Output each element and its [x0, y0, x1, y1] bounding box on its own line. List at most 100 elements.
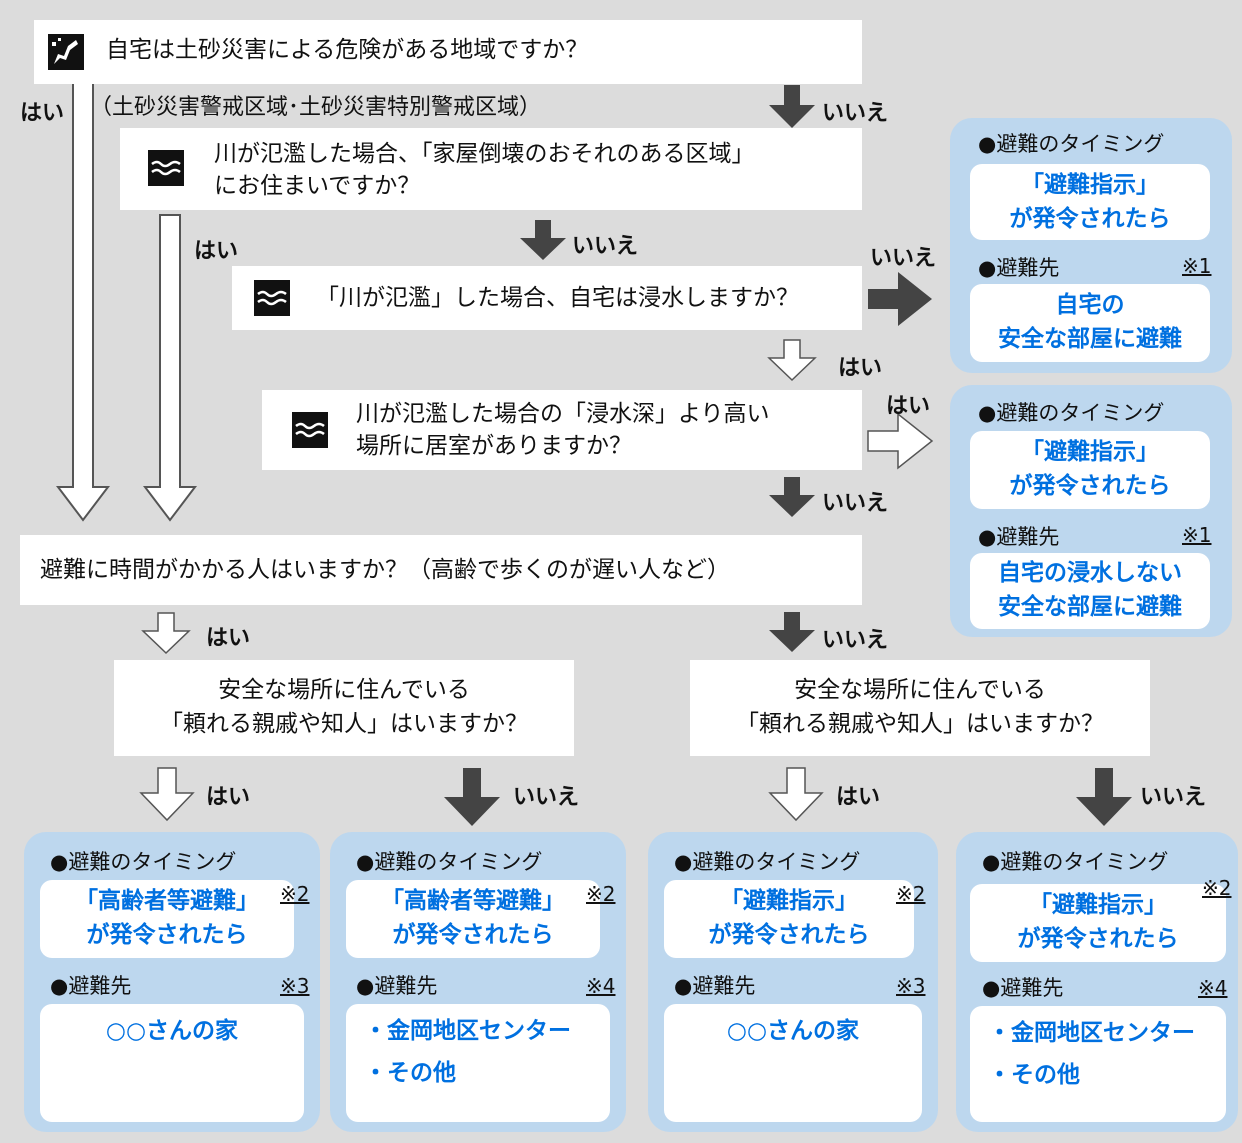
dest-line1: ○○さんの家 [726, 1018, 860, 1044]
yes-arrow-long-2 [142, 214, 198, 522]
timing-title: ●避難のタイミング [50, 850, 237, 874]
dest-line1: ・金岡地区センター [988, 1020, 1195, 1046]
question-2-box: 川が氾濫した場合、「家屋倒壊のおそれのある区域」 にお住まいですか？ [120, 128, 862, 210]
note-ref-timing: ※2 [1202, 876, 1232, 900]
dest-line2: 安全な部屋に避難 [998, 594, 1182, 620]
question-6-line1: 安全な場所に住んでいる [218, 677, 470, 703]
yes-arrow-q6-left [139, 767, 195, 822]
dest-title: ●避難先 [356, 974, 438, 998]
yes-arrow-q5 [141, 612, 191, 655]
note-ref-dest: ※4 [1198, 976, 1228, 1000]
question-4-box: 川が氾濫した場合の「浸水深」より高い 場所に居室がありますか？ [262, 390, 862, 470]
no-arrow-right [1076, 768, 1132, 826]
timing-line2: が発令されたら [392, 922, 554, 948]
yes-label-q1: はい [20, 101, 65, 126]
question-6-left-box: 安全な場所に住んでいる 「頼れる親戚や知人」はいますか？ [114, 660, 574, 756]
no-arrow-q5 [769, 612, 815, 652]
no-label-q4: いいえ [822, 491, 889, 516]
no-label-q6-right: いいえ [1140, 785, 1207, 810]
question-1-box: 自宅は土砂災害による危険がある地域ですか？ [34, 20, 862, 84]
question-5-text: 避難に時間がかかる人はいますか？（高齢で歩くのが遅い人など） [40, 557, 730, 583]
question-6-line2: 「頼れる親戚や知人」はいますか？ [736, 711, 1104, 737]
timing-title: ●避難のタイミング [674, 850, 861, 874]
timing-box: 「避難指示」 が発令されたら [664, 880, 914, 958]
dest-title: ●避難先 [982, 976, 1064, 1000]
timing-line1: 「高齢者等避難」 [381, 888, 565, 914]
yes-arrow-q6-right [768, 767, 824, 822]
dest-title: ●避難先 [674, 974, 756, 998]
timing-title: ●避難のタイミング [982, 850, 1169, 874]
timing-box: 「避難指示」 が発令されたら [970, 164, 1210, 240]
yes-arrow-long-1 [55, 67, 111, 522]
timing-line2: が発令されたら [708, 922, 870, 948]
note-ref-timing: ※2 [896, 882, 926, 906]
note-ref-dest: ※3 [896, 974, 926, 998]
dest-box: 自宅の 安全な部屋に避難 [970, 284, 1210, 362]
dest-line2: ・その他 [988, 1062, 1080, 1088]
question-2-line1: 川が氾濫した場合、「家屋倒壊のおそれのある区域」 [214, 141, 755, 167]
result-panel-bottom-1: ●避難のタイミング 「高齢者等避難」 が発令されたら ※2 ●避難先 ※3 ○○… [24, 832, 320, 1132]
yes-label-q3: はい [838, 356, 883, 381]
yes-label-q6-left: はい [206, 785, 251, 810]
yes-label-q2: はい [194, 239, 239, 264]
no-arrow-q1 [769, 85, 815, 128]
question-6-line1: 安全な場所に住んでいる [794, 677, 1046, 703]
dest-line2: ・その他 [364, 1060, 456, 1086]
no-arrow-left [444, 768, 500, 826]
question-3-box: 「川が氾濫」した場合、自宅は浸水しますか？ [232, 266, 862, 330]
timing-title: ●避難のタイミング [978, 132, 1165, 156]
question-1-note: （土砂災害警戒区域･土砂災害特別警戒区域） [90, 95, 542, 120]
question-2-line2: にお住まいですか？ [214, 173, 421, 199]
dest-title: ●避難先 [50, 974, 132, 998]
no-label-q1: いいえ [822, 101, 889, 126]
dest-box: ・金岡地区センター ・その他 [970, 1006, 1226, 1122]
no-label-q2: いいえ [572, 234, 639, 259]
result-panel-mid: ●避難のタイミング 「避難指示」 が発令されたら ●避難先 ※1 自宅の浸水しな… [950, 385, 1232, 637]
timing-line1: 「避難指示」 [720, 888, 858, 914]
question-6-right-box: 安全な場所に住んでいる 「頼れる親戚や知人」はいますか？ [690, 660, 1150, 756]
yes-arrow-q3 [767, 339, 817, 382]
note-ref-dest: ※3 [280, 974, 310, 998]
timing-line2: が発令されたら [86, 922, 248, 948]
yes-label-q4: はい [886, 394, 931, 419]
dest-line2: 安全な部屋に避難 [998, 326, 1182, 352]
timing-line1: 「避難指示」 [1021, 439, 1159, 465]
dest-line1: ○○さんの家 [105, 1018, 239, 1044]
timing-line2: が発令されたら [1017, 926, 1179, 952]
timing-line1: 「避難指示」 [1029, 892, 1167, 918]
result-panel-bottom-4: ●避難のタイミング 「避難指示」 が発令されたら ※2 ●避難先 ※4 ・金岡地… [956, 832, 1238, 1132]
no-label-q5: いいえ [822, 628, 889, 653]
yes-label-q6-right: はい [836, 785, 881, 810]
landslide-icon [48, 34, 84, 74]
result-panel-bottom-3: ●避難のタイミング 「避難指示」 が発令されたら ※2 ●避難先 ※3 ○○さん… [648, 832, 938, 1132]
result-panel-top: ●避難のタイミング 「避難指示」 が発令されたら ●避難先 ※1 自宅の 安全な… [950, 118, 1232, 373]
no-label-q6-left: いいえ [513, 785, 580, 810]
dest-title: ●避難先 [978, 256, 1060, 280]
flood-icon [148, 150, 184, 190]
dest-line1: 自宅の [1055, 292, 1125, 318]
no-arrow-q2 [520, 220, 566, 260]
dest-line1: ・金岡地区センター [364, 1018, 571, 1044]
dest-title: ●避難先 [978, 525, 1060, 549]
question-5-box: 避難に時間がかかる人はいますか？（高齢で歩くのが遅い人など） [20, 535, 862, 605]
dest-box: ○○さんの家 [40, 1004, 304, 1122]
yes-label-q5: はい [206, 626, 251, 651]
result-panel-bottom-2: ●避難のタイミング 「高齢者等避難」 が発令されたら ※2 ●避難先 ※4 ・金… [330, 832, 626, 1132]
question-1-text: 自宅は土砂災害による危険がある地域ですか？ [106, 37, 589, 63]
timing-box: 「避難指示」 が発令されたら [970, 884, 1226, 962]
note-ref-dest: ※4 [586, 974, 616, 998]
question-4-line2: 場所に居室がありますか？ [356, 433, 632, 459]
question-3-text: 「川が氾濫」した場合、自宅は浸水しますか？ [316, 285, 799, 311]
yes-arrow-q4-right [867, 412, 934, 470]
timing-box: 「避難指示」 が発令されたら [970, 431, 1210, 509]
note-ref-timing: ※2 [280, 882, 310, 906]
timing-title: ●避難のタイミング [356, 850, 543, 874]
dest-box: ・金岡地区センター ・その他 [346, 1004, 610, 1122]
timing-box: 「高齢者等避難」 が発令されたら [346, 880, 600, 958]
question-6-line2: 「頼れる親戚や知人」はいますか？ [160, 711, 528, 737]
note-ref-timing: ※2 [586, 882, 616, 906]
no-label-q3: いいえ [870, 246, 937, 271]
no-arrow-q3-right [868, 272, 932, 326]
